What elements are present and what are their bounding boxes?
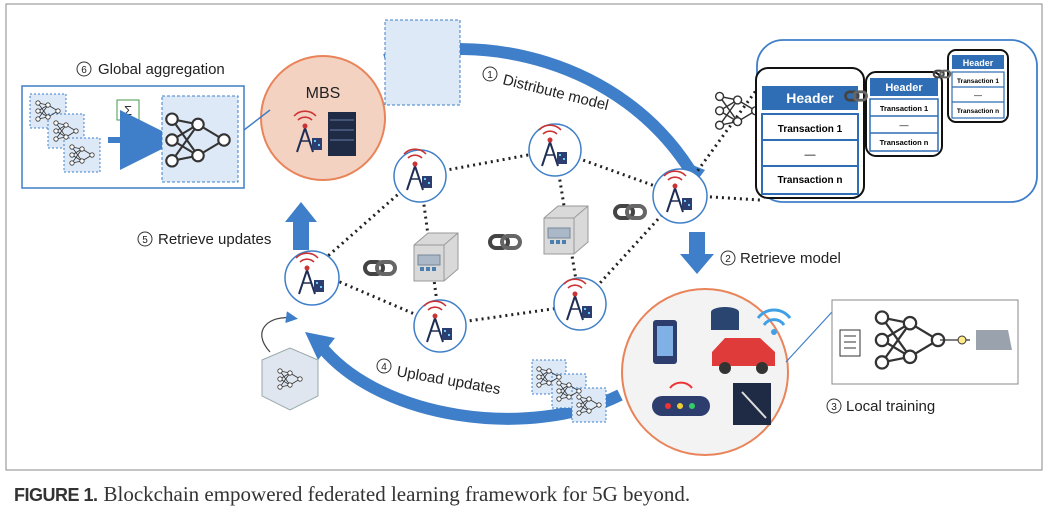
- bs-node: [553, 277, 607, 331]
- transaction-first: Transaction 1: [778, 124, 843, 135]
- step-1-number: 1: [487, 70, 493, 81]
- step-4-number: 4: [381, 362, 387, 373]
- step-2-number: 2: [725, 254, 731, 265]
- step-5-number: 5: [142, 235, 148, 246]
- step-6-label: Global aggregation: [98, 61, 225, 78]
- figure-caption: FIGURE 1.Blockchain empowered federated …: [14, 482, 690, 507]
- block-header: Header: [786, 90, 834, 106]
- output-icon: [976, 330, 1012, 350]
- transaction-first: Transaction 1: [957, 78, 999, 85]
- mbs-node: MBS: [260, 55, 386, 181]
- local-model-cube: [261, 311, 319, 411]
- car-icon: [712, 338, 775, 366]
- document-icon: [839, 329, 861, 357]
- transaction-ellipsis: —: [900, 120, 909, 130]
- aggregation-panel: Σ: [21, 85, 245, 189]
- uploaded-models: [531, 359, 607, 423]
- bs-node: [284, 250, 340, 306]
- transaction-last: Transaction n: [777, 175, 842, 186]
- retrieve-model-arrow: [680, 232, 714, 274]
- transaction-first: Transaction 1: [880, 104, 928, 113]
- mbs-label: MBS: [306, 85, 341, 102]
- callout-line: [243, 109, 271, 131]
- global-model-card: [384, 19, 761, 130]
- step-6-number: 6: [81, 65, 87, 76]
- retrieve-updates-arrow: [285, 202, 317, 250]
- block-header: Header: [963, 58, 994, 68]
- step-3-number: 3: [831, 402, 837, 413]
- block-header: Header: [885, 82, 923, 94]
- wifi-icon: [756, 308, 792, 319]
- sum-symbol: Σ: [124, 103, 132, 118]
- bs-node: [528, 123, 582, 177]
- step-5-label: Retrieve updates: [158, 231, 271, 248]
- ledger-server-icon: [543, 205, 589, 255]
- step-2-label: Retrieve model: [740, 250, 841, 267]
- step-3-label: Local training: [846, 398, 935, 415]
- transaction-last: Transaction n: [957, 108, 999, 115]
- ledger-server-icon: [413, 232, 459, 282]
- transaction-last: Transaction n: [880, 138, 929, 147]
- devices-node: [621, 288, 792, 456]
- blockchain-panel: Header Transaction 1 — Transaction n Hea…: [755, 39, 1038, 203]
- bs-node: [393, 148, 447, 203]
- transaction-ellipsis: —: [974, 91, 982, 100]
- local-training-panel: [785, 299, 1019, 385]
- transaction-ellipsis: —: [805, 149, 816, 161]
- bs-node: [652, 168, 708, 224]
- bs-node: [413, 299, 467, 353]
- figure-label: FIGURE 1.: [14, 485, 98, 505]
- caption-text: Blockchain empowered federated learning …: [103, 482, 691, 506]
- datacenter-icon: [328, 112, 356, 156]
